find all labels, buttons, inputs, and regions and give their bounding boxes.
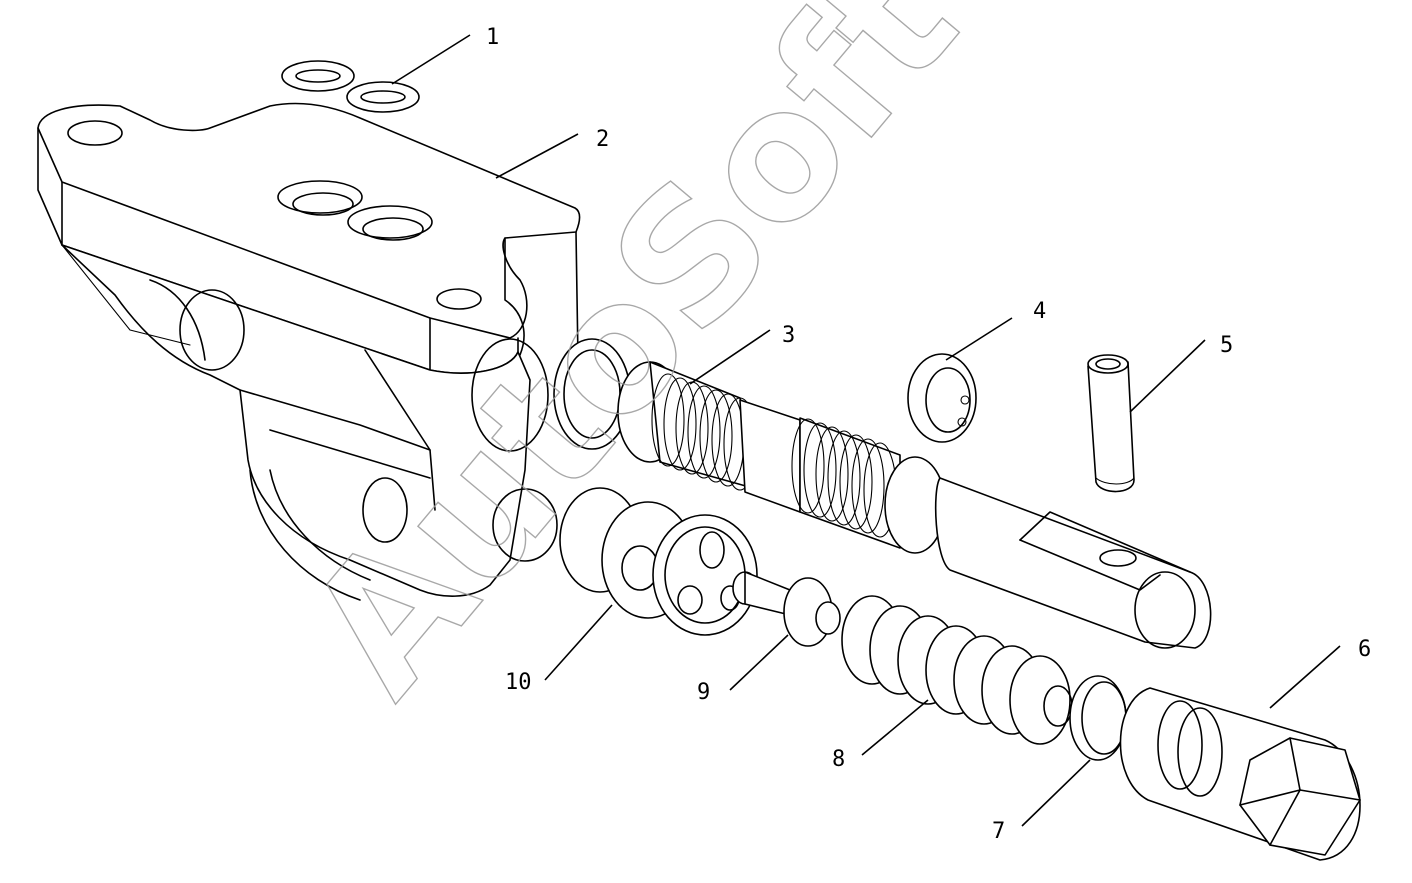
part-5-pin xyxy=(1087,354,1135,493)
callout-labels: 1 2 3 4 5 6 7 8 9 10 xyxy=(486,25,1371,844)
part-2-housing xyxy=(37,102,581,601)
callout-3: 3 xyxy=(782,323,795,348)
part-1-o-rings xyxy=(281,60,420,113)
part-4-snap-ring xyxy=(907,353,977,443)
part-10-valve-seat xyxy=(559,487,758,636)
part-3-spool-shaft xyxy=(553,338,1212,649)
callout-8: 8 xyxy=(832,747,845,772)
part-6-plug xyxy=(1119,687,1361,861)
callout-9: 9 xyxy=(697,680,710,705)
leader-lines xyxy=(391,34,1341,827)
callout-5: 5 xyxy=(1220,333,1233,358)
part-8-spring xyxy=(841,595,1073,745)
callout-2: 2 xyxy=(596,127,609,152)
callout-1: 1 xyxy=(486,25,499,50)
callout-10: 10 xyxy=(505,670,532,695)
part-7-washer xyxy=(1069,675,1127,761)
callout-6: 6 xyxy=(1358,637,1371,662)
part-9-poppet xyxy=(732,571,841,647)
callout-7: 7 xyxy=(992,819,1005,844)
callout-4: 4 xyxy=(1033,299,1046,324)
